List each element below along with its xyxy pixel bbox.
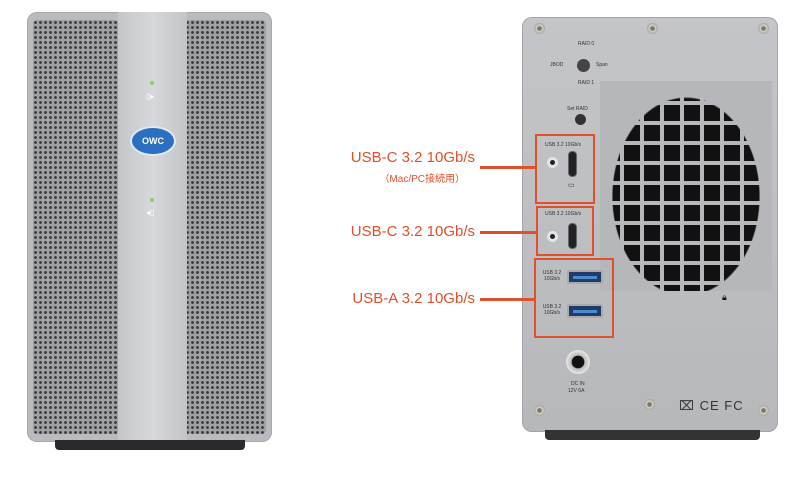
jbod-label: JBOD bbox=[550, 62, 564, 68]
screw bbox=[758, 23, 769, 34]
certification-marks: ⌧ CE FC bbox=[679, 398, 744, 414]
lock-slot-icon: 🔒︎ bbox=[722, 292, 727, 302]
usba-port-label: USB 3.2 10Gb/s bbox=[542, 270, 562, 282]
callout-label-usbc: USB-C 3.2 10Gb/s bbox=[350, 223, 475, 240]
usbc-port-2[interactable] bbox=[568, 223, 577, 249]
usbc-port-1[interactable] bbox=[568, 151, 577, 177]
usba-port-1[interactable] bbox=[567, 270, 603, 284]
front-mesh-left bbox=[33, 20, 119, 434]
raid0-label: RAID 0 bbox=[578, 41, 595, 47]
drive-led-1 bbox=[150, 81, 154, 85]
status-led bbox=[550, 160, 555, 165]
usbc-port-label: USB 3.2 10Gb/s bbox=[545, 142, 582, 148]
usba-port-2[interactable] bbox=[567, 304, 603, 318]
drive-bay-icon: ▯▸ bbox=[146, 92, 155, 101]
front-foot bbox=[55, 440, 245, 450]
span-label: Span bbox=[596, 62, 608, 68]
dc-in-rating: 12V 6A bbox=[568, 388, 585, 394]
raid-mode-switch[interactable] bbox=[577, 59, 590, 72]
screw bbox=[758, 405, 769, 416]
screw bbox=[534, 405, 545, 416]
callout-label-usba: USB-A 3.2 10Gb/s bbox=[352, 290, 475, 307]
callout-line bbox=[480, 231, 536, 234]
rear-foot bbox=[545, 430, 760, 440]
drive-bay-icon: ◂▯ bbox=[146, 208, 155, 217]
owc-logo: OWC bbox=[132, 128, 174, 154]
ce-fcc-text: CE FC bbox=[699, 398, 744, 413]
dc-in-label: DC IN bbox=[571, 381, 585, 387]
callout-sublabel: （Mac/PC接続用） bbox=[379, 174, 465, 185]
front-enclosure: ▯▸ OWC ◂▯ bbox=[27, 12, 272, 442]
callout-box-usbc bbox=[536, 206, 594, 256]
callout-box-usbc-host bbox=[535, 134, 595, 204]
computer-icon: ▭ bbox=[568, 182, 575, 189]
screw bbox=[644, 399, 655, 410]
rear-enclosure: RAID 0 JBOD Span RAID 1 Set RAID USB 3.2… bbox=[522, 17, 778, 432]
callout-label-usbc-host: USB-C 3.2 10Gb/s bbox=[350, 149, 475, 166]
front-mesh-right bbox=[180, 20, 266, 434]
usba-port-label: USB 3.2 10Gb/s bbox=[542, 304, 562, 316]
status-led bbox=[550, 234, 555, 239]
screw bbox=[534, 23, 545, 34]
raid1-label: RAID 1 bbox=[578, 80, 595, 86]
usbc-port-label: USB 3.2 10Gb/s bbox=[545, 211, 582, 217]
callout-box-usba bbox=[534, 258, 614, 338]
callout-line bbox=[480, 298, 534, 301]
set-raid-button[interactable] bbox=[575, 114, 586, 125]
weee-icon: ⌧ bbox=[679, 398, 700, 413]
dc-in-jack[interactable] bbox=[566, 350, 590, 374]
drive-led-2 bbox=[150, 198, 154, 202]
fan-grille bbox=[600, 81, 772, 291]
callout-line bbox=[480, 166, 535, 169]
logo-text: OWC bbox=[142, 136, 164, 146]
front-center-strip: ▯▸ OWC ◂▯ bbox=[118, 12, 187, 442]
set-raid-label: Set RAID bbox=[567, 106, 588, 112]
screw bbox=[647, 23, 658, 34]
